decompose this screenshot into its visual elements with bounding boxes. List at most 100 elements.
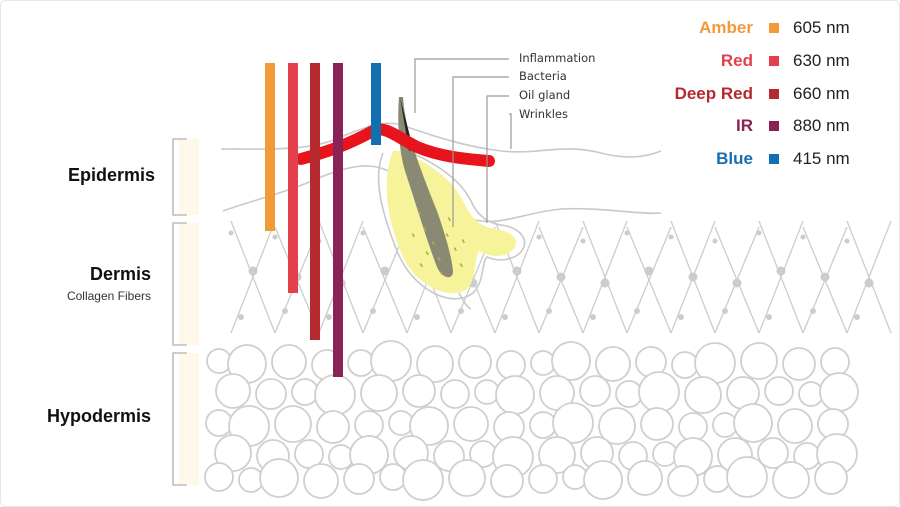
- legend-swatch: [769, 121, 779, 131]
- fat-cell: [641, 408, 673, 440]
- collagen-node: [634, 308, 640, 314]
- collagen-node: [513, 267, 522, 276]
- legend-name: IR: [633, 116, 753, 136]
- fat-cell: [292, 379, 318, 405]
- collagen-node: [766, 314, 772, 320]
- hypodermis-label: Hypodermis: [21, 406, 151, 427]
- fat-cell: [704, 466, 730, 492]
- collagen-node: [865, 279, 874, 288]
- collagen-node: [821, 273, 830, 282]
- fat-cell: [496, 376, 534, 414]
- fat-cell: [584, 461, 622, 499]
- fat-cell: [596, 347, 630, 381]
- epidermis-label: Epidermis: [41, 165, 155, 186]
- legend-swatch: [769, 89, 779, 99]
- amber-light-bar: [265, 63, 275, 231]
- collagen-node: [678, 314, 684, 320]
- dermis-band: [179, 223, 199, 345]
- collagen-node: [282, 308, 288, 314]
- fat-cell: [256, 379, 286, 409]
- fat-cell: [361, 375, 397, 411]
- dermis-label: Dermis: [41, 264, 151, 285]
- fat-cell: [304, 464, 338, 498]
- bacteria-annotation: Bacteria: [519, 69, 567, 83]
- collagen-node: [414, 314, 420, 320]
- fat-cell: [260, 459, 298, 497]
- hypodermis-band: [179, 353, 199, 485]
- fat-cell: [783, 348, 815, 380]
- legend-wavelength: 630 nm: [793, 51, 867, 71]
- legend-swatch: [769, 154, 779, 164]
- fat-cell: [552, 342, 590, 380]
- legend-name: Amber: [633, 18, 753, 38]
- legend-wavelength: 605 nm: [793, 18, 867, 38]
- fat-cells: [205, 341, 858, 500]
- inflammation-annotation: Inflammation: [519, 51, 595, 65]
- legend-row-blue: Blue 415 nm: [633, 147, 867, 171]
- fat-cell: [355, 411, 383, 439]
- blue-light-bar: [371, 63, 381, 145]
- epidermis-band: [179, 139, 199, 215]
- fat-cell: [616, 381, 642, 407]
- fat-cell: [734, 404, 772, 442]
- collagen-node: [557, 273, 566, 282]
- red-light-bar: [288, 63, 298, 293]
- collagen-node: [625, 231, 630, 236]
- legend-swatch: [769, 23, 779, 33]
- fat-cell: [530, 412, 556, 438]
- fat-cell: [778, 409, 812, 443]
- legend-swatch: [769, 56, 779, 66]
- fat-cell: [679, 413, 707, 441]
- collagen-node: [689, 273, 698, 282]
- collagen-node: [361, 231, 366, 236]
- inflammation-leader: [415, 59, 509, 113]
- collagen-node: [537, 235, 542, 240]
- collagen-node: [546, 308, 552, 314]
- collagen-node: [645, 267, 654, 276]
- collagen-nodes: [229, 231, 874, 321]
- fat-cell: [668, 466, 698, 496]
- collagen-fibers-label: Collagen Fibers: [41, 289, 151, 303]
- fat-cell: [765, 377, 793, 405]
- fat-cell: [317, 411, 349, 443]
- fat-cell: [628, 461, 662, 495]
- collagen-node: [777, 267, 786, 276]
- fat-cell: [315, 375, 355, 415]
- legend-row-deep-red: Deep Red 660 nm: [633, 82, 867, 106]
- fat-cell: [497, 351, 525, 379]
- legend-wavelength: 415 nm: [793, 149, 867, 169]
- collagen-node: [669, 235, 674, 240]
- fat-cell: [275, 406, 311, 442]
- legend-wavelength: 660 nm: [793, 84, 867, 104]
- fat-cell: [348, 350, 374, 376]
- collagen-node: [229, 231, 234, 236]
- legend-name: Deep Red: [633, 84, 753, 104]
- legend-wavelength: 880 nm: [793, 116, 867, 136]
- collagen-node: [757, 231, 762, 236]
- legend-row-ir: IR 880 nm: [633, 114, 867, 138]
- fat-cell: [403, 460, 443, 500]
- collagen-node: [249, 267, 258, 276]
- fat-cell: [639, 372, 679, 412]
- fat-cell: [685, 377, 721, 413]
- fat-cell: [403, 375, 435, 407]
- fat-cell: [529, 465, 557, 493]
- fat-cell: [491, 465, 523, 497]
- fat-cell: [206, 410, 232, 436]
- wrinkles-leader: [509, 114, 511, 149]
- legend-row-amber: Amber 605 nm: [633, 16, 867, 40]
- fat-cell: [205, 463, 233, 491]
- collagen-node: [502, 314, 508, 320]
- collagen-node: [326, 314, 332, 320]
- collagen-node: [845, 239, 850, 244]
- collagen-node: [238, 314, 244, 320]
- collagen-node: [590, 314, 596, 320]
- collagen-node: [370, 308, 376, 314]
- collagen-node: [273, 235, 278, 240]
- legend-row-red: Red 630 nm: [633, 49, 867, 73]
- oil-gland-annotation: Oil gland: [519, 88, 570, 102]
- fat-cell: [672, 352, 698, 378]
- ir-light-bar: [333, 63, 343, 377]
